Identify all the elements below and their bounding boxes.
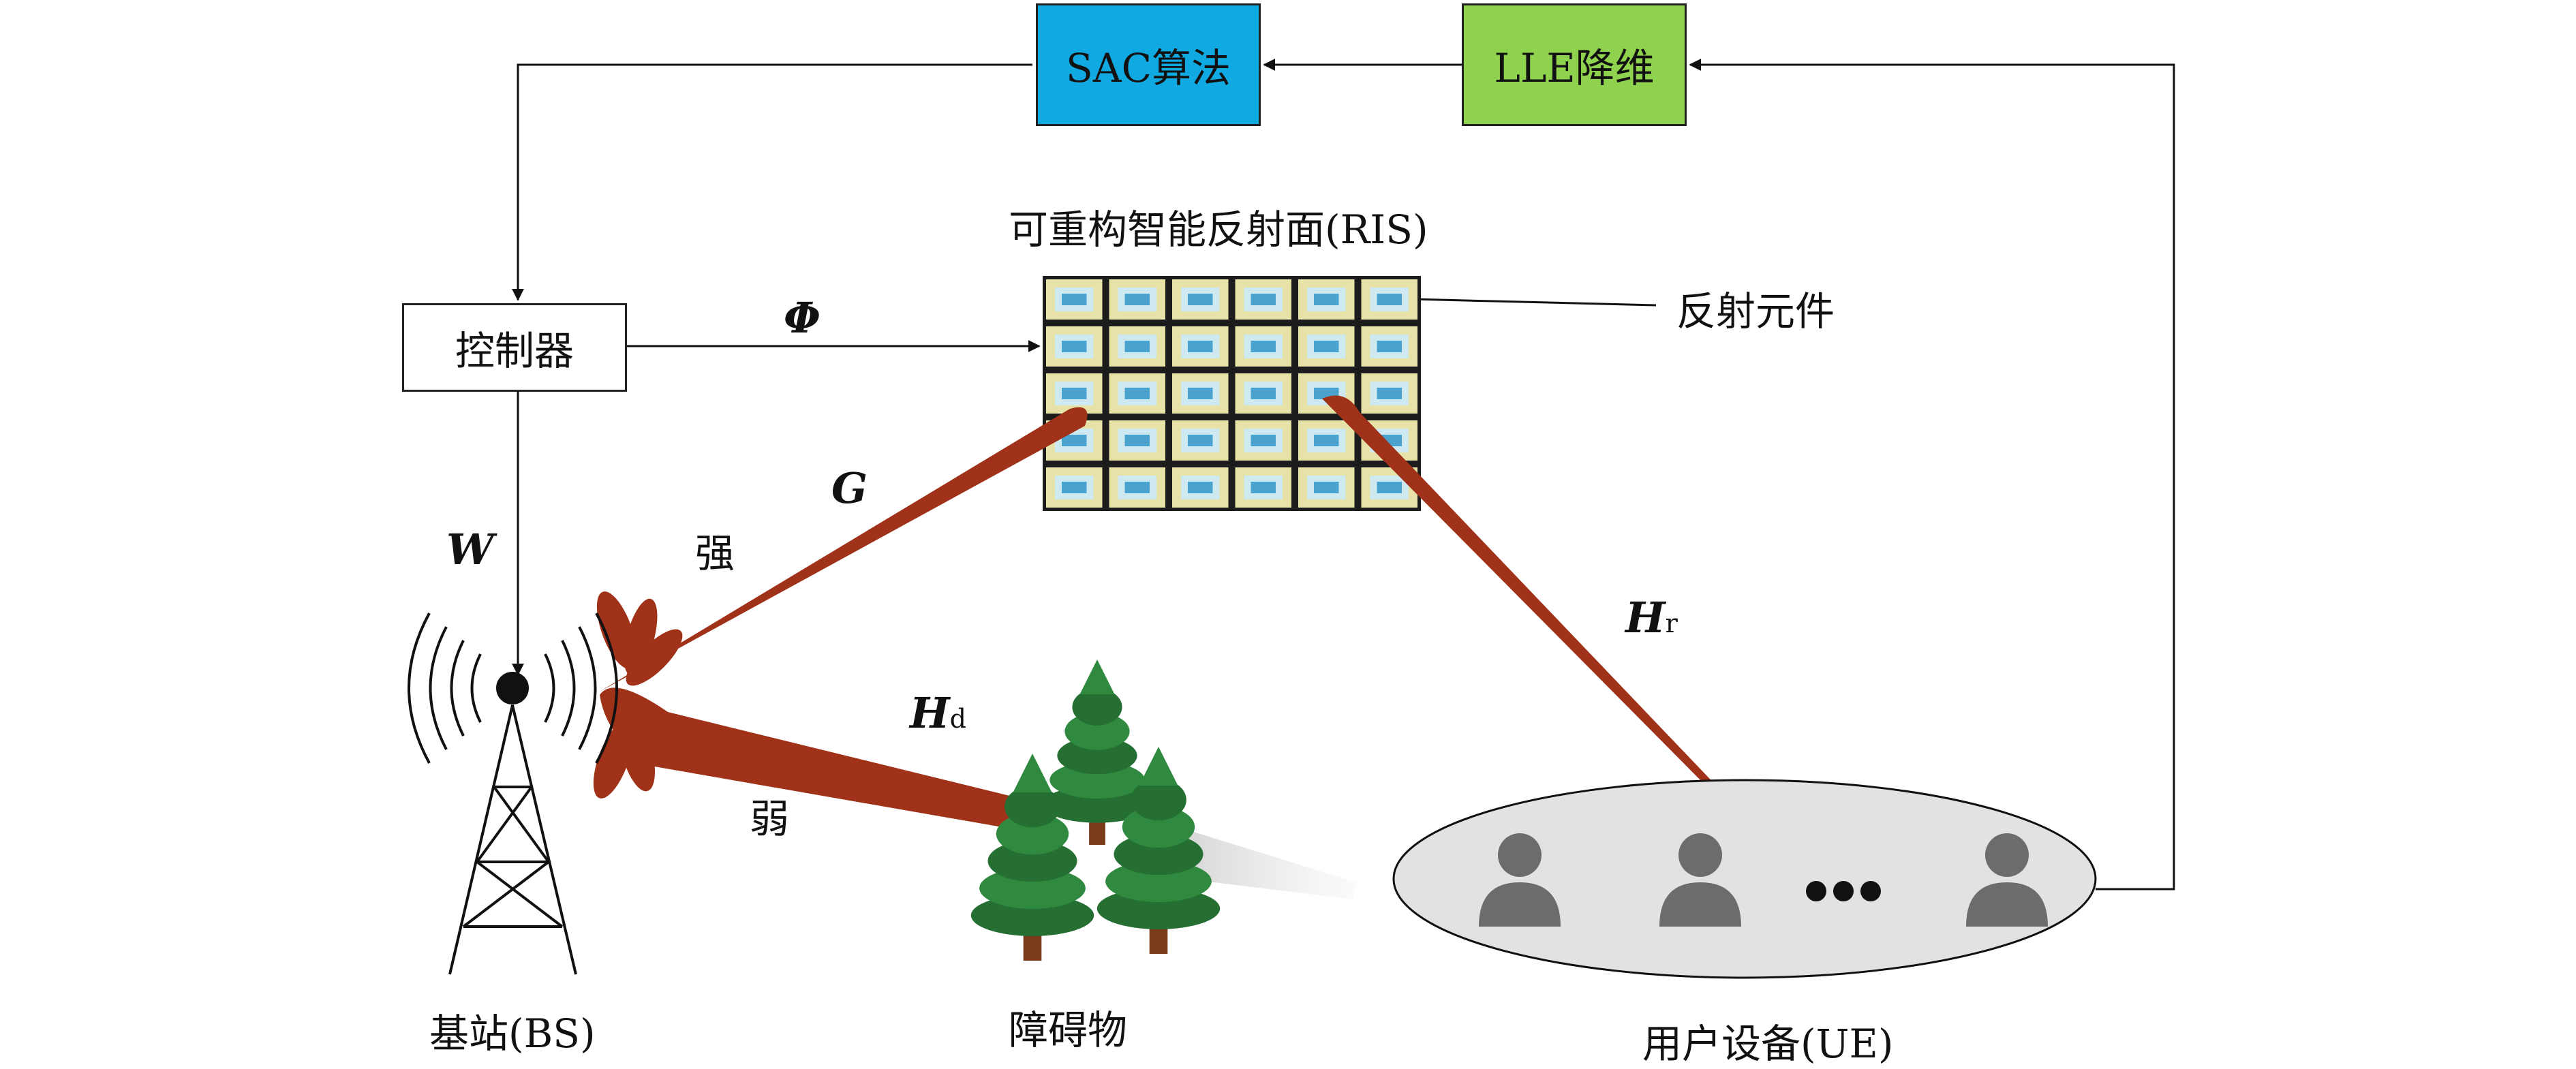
ris-element [1235,279,1291,320]
controller-label: 控制器 [455,328,574,374]
ris-element [1235,373,1291,414]
base-station-label: 基站(BS) [429,1010,596,1057]
obstacle-trees-icon [970,660,1221,961]
base-station-icon [408,613,618,975]
ris-element [1298,467,1355,508]
ris-element [1172,326,1229,367]
ris-element [1361,279,1417,320]
tree-icon [970,754,1094,961]
tree-icon [1042,660,1152,845]
user-equipment-label: 用户设备(UE) [1642,1021,1894,1067]
ris-element [1172,467,1229,508]
ris-element [1046,279,1103,320]
ris-element [1046,373,1103,414]
sac-algorithm-block: SAC算法 [1036,3,1261,126]
element-pointer-line [1382,292,1657,307]
sac-to-controller-line [512,63,1032,301]
tree-icon [1097,747,1221,954]
w-symbol: W [446,525,494,574]
controller-block: 控制器 [402,303,627,392]
hd-main: H [910,688,950,738]
obstacle-label: 障碍物 [1009,1007,1128,1053]
ris-element [1235,467,1291,508]
beam-hd [600,687,1039,831]
strong-label: 强 [695,530,735,576]
user-icon [1659,833,1741,927]
beam-g [600,407,1088,692]
ris-element [1235,326,1291,367]
antenna-lobes [593,591,683,799]
ris-element [1298,420,1355,461]
phi-symbol: Φ [784,293,821,343]
ris-element [1172,279,1229,320]
ris-title: 可重构智能反射面(RIS) [1009,206,1428,253]
ris-element [1109,373,1165,414]
ris-element [1109,326,1165,367]
ue-ellipse [1392,779,2097,979]
ue-to-lle-line [1689,59,2175,890]
user-icon [1479,833,1561,927]
ris-element [1109,420,1165,461]
ris-frame [1043,276,1421,511]
weak-label: 弱 [750,796,790,842]
beam-hr [1322,395,1721,790]
g-symbol: G [831,463,868,513]
hr-main: H [1625,593,1666,642]
ris-element [1109,467,1165,508]
hd-symbol: Hd [910,688,966,738]
users-group [1479,833,2048,927]
user-icon [1966,833,2048,927]
sac-label: SAC算法 [1066,45,1231,91]
hd-sub: d [949,704,966,734]
ris-element [1172,373,1229,414]
ris-element [1361,326,1417,367]
reflective-element-label: 反射元件 [1676,288,1835,335]
ris-element [1046,467,1103,508]
feedback-lines [512,59,2175,890]
lle-block: LLE降维 [1462,3,1687,126]
ris-element [1109,279,1165,320]
hr-symbol: Hr [1625,593,1678,642]
ris-element [1298,279,1355,320]
ris-element [1235,420,1291,461]
lle-label: LLE降维 [1494,45,1655,91]
ris-element [1361,373,1417,414]
ris-panel [1043,276,1421,511]
ris-element [1046,326,1103,367]
hr-sub: r [1665,608,1678,638]
ris-element [1172,420,1229,461]
three-dots-icon [1806,881,1881,901]
ris-element [1298,326,1355,367]
